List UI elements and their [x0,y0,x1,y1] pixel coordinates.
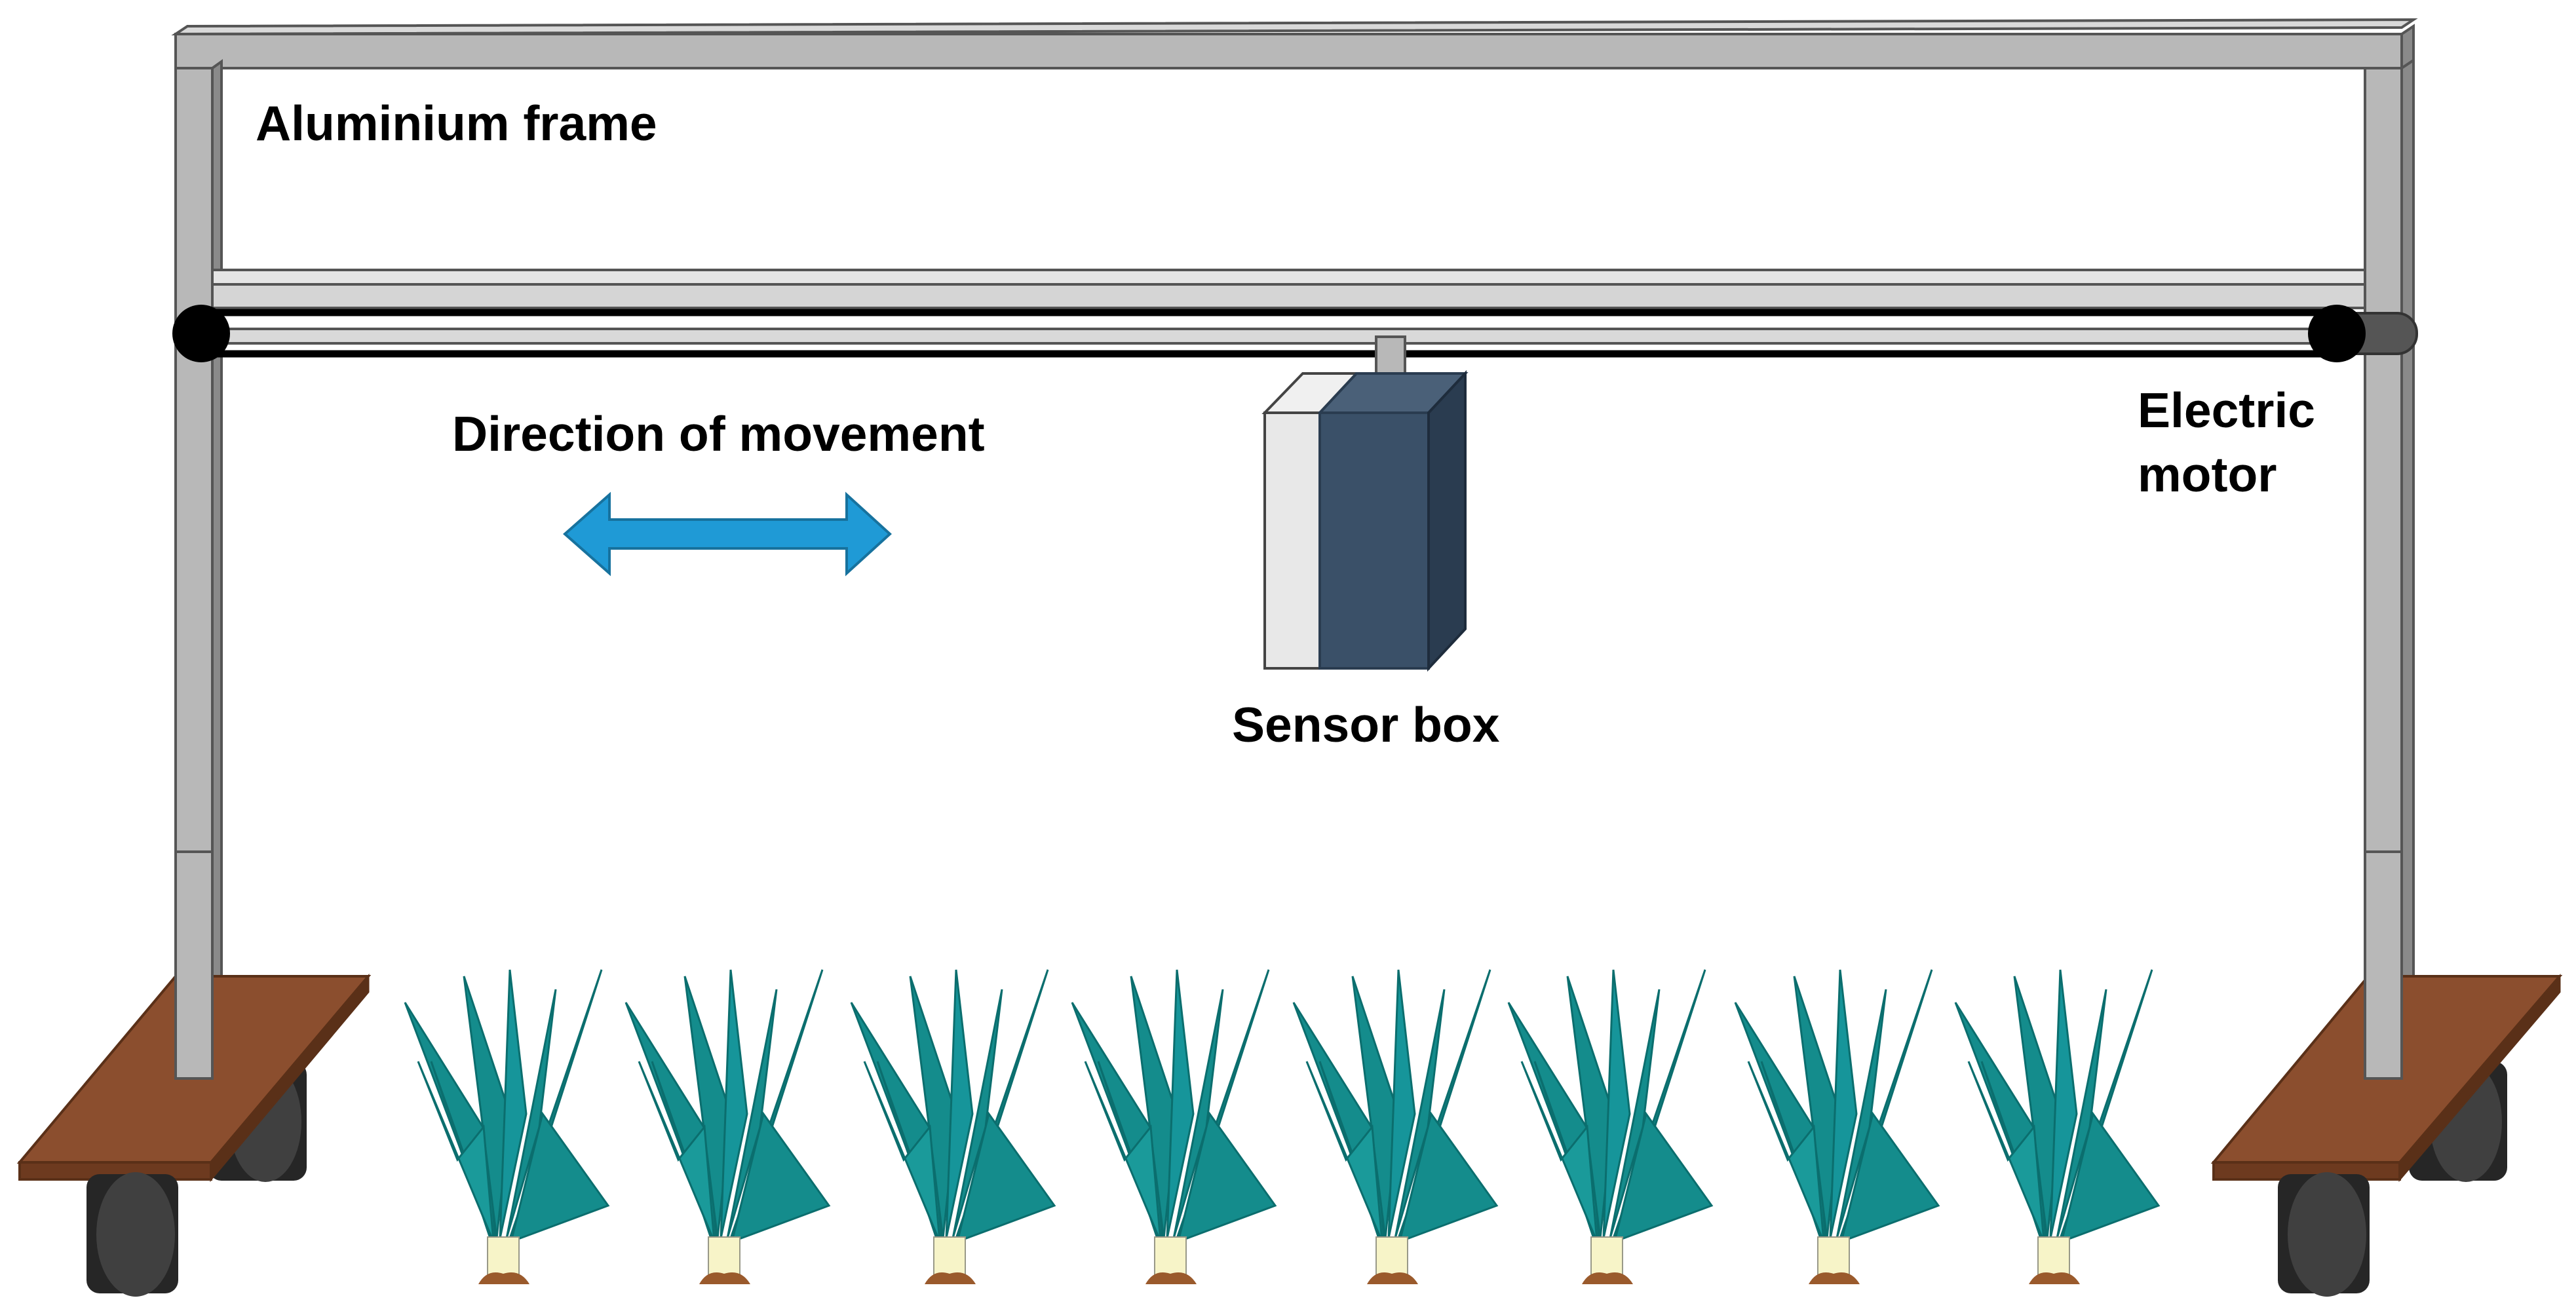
plant [850,968,1056,1286]
aluminium-frame-label: Aluminium frame [256,96,657,151]
direction-of-movement-label: Direction of movement [452,406,985,461]
sensor-box-label: Sensor box [1232,697,1500,752]
plant [1507,968,1713,1286]
plant [1954,968,2160,1286]
electric-motor [2308,305,2418,362]
plant [1292,968,1498,1286]
electric-motor-label-line2: motor [2138,447,2277,502]
left-pulley [172,305,230,362]
left-cart [16,973,372,1297]
sensor-box [1261,335,1469,672]
plant [625,968,830,1286]
direction-arrow [562,491,892,577]
plant [1734,968,1940,1286]
leek-row [404,968,2160,1286]
plant [1071,968,1277,1286]
plant [404,968,609,1286]
electric-motor-label-line1: Electric [2138,383,2315,438]
